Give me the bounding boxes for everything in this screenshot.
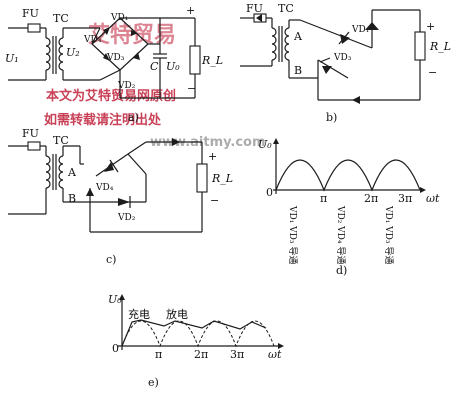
caption-b: b)	[326, 111, 337, 124]
axis-label-wt-e: ωt	[268, 348, 282, 361]
watermark: 艾特贸易 本文为艾特贸易网原创 如需转载请注明出处 www.aitmy.com	[44, 22, 266, 150]
label-tc-c: TC	[53, 134, 69, 147]
graph-e-filtered-output: U₀ 0 充电 放电 π 2π 3π ωt e)	[108, 293, 284, 389]
diode-vd3-a	[103, 53, 110, 61]
arrow-b-2	[365, 22, 379, 30]
label-vd3-a: VD₃	[106, 53, 125, 63]
load-resistor-a	[189, 45, 201, 75]
graph-d-rectified-output: U₀ 0 π 2π 3π ωt VD₁ VD₃ 导通 VD₂ VD₄ 导通 VD…	[258, 138, 440, 277]
origin-d: 0	[266, 186, 273, 199]
fuse-a	[27, 23, 41, 33]
tick-2pi-e: 2π	[194, 348, 208, 361]
conduction-2: VD₂ VD₄ 导通	[335, 205, 346, 264]
watermark-url: www.aitmy.com	[150, 135, 266, 150]
label-vd3-b: VD₃	[333, 53, 352, 63]
arrow-b-3	[352, 96, 360, 104]
origin-e: 0	[112, 342, 119, 355]
caption-c: c)	[106, 253, 116, 266]
load-resistor-b	[414, 31, 426, 61]
label-rl-a: R_L	[201, 54, 223, 67]
waveform-d	[275, 159, 421, 192]
label-b-c: B	[68, 192, 76, 205]
conduction-1: VD₁ VD₃ 导通	[287, 205, 298, 264]
caption-a: a)	[128, 111, 139, 124]
label-a-c: A	[67, 166, 77, 179]
axis-label-wt-d: ωt	[426, 192, 440, 205]
label-fu-a: FU	[22, 7, 39, 20]
caption-d: d)	[336, 264, 347, 277]
label-minus-b: −	[428, 66, 437, 79]
label-vd4-a: VD₄	[83, 35, 102, 45]
tick-3pi-d: 3π	[398, 192, 412, 205]
label-plus-c: +	[208, 150, 217, 163]
label-charge: 充电	[128, 307, 150, 321]
label-fu-c: FU	[22, 127, 39, 140]
label-rl-c: R_L	[211, 172, 233, 185]
label-u2: U₂	[66, 46, 80, 59]
tick-pi-e: π	[155, 348, 162, 361]
diode-vd2-c	[118, 198, 130, 206]
diode-vd1-b	[340, 34, 350, 44]
label-c-a: C	[150, 60, 159, 73]
diode-vd3-b	[322, 66, 332, 74]
arrow-b-1	[256, 14, 262, 22]
label-vd1-a: VD₁	[110, 13, 128, 23]
label-minus-c: −	[210, 194, 219, 207]
label-tc-a: TC	[53, 12, 69, 25]
label-vd2-a: VD₂	[117, 81, 136, 91]
label-vd2-c: VD₂	[117, 213, 136, 223]
tick-3pi-e: 3π	[230, 348, 244, 361]
label-discharge: 放电	[166, 307, 188, 321]
label-b-b: B	[294, 64, 302, 77]
label-rl-b: R_L	[429, 40, 451, 53]
conduction-3: VD₁ VD₃ 导通	[383, 205, 394, 264]
axis-label-uo-d: U₀	[258, 138, 272, 151]
label-tc-b: TC	[278, 2, 294, 15]
waveform-e-filtered	[121, 319, 267, 347]
arrow-c-2	[86, 188, 94, 196]
tick-pi-d: π	[320, 192, 327, 205]
caption-e: e)	[148, 376, 159, 389]
fuse-c	[27, 141, 41, 151]
label-a-b: A	[293, 30, 303, 43]
diagram-a-bridge-circuit: FU TC U₁ U₂ VD₁ VD₄ VD₃ VD₂ C U₀ R_L + −…	[5, 4, 223, 124]
diode-vd1-a	[131, 30, 138, 36]
label-uo-a: U₀	[166, 60, 180, 73]
diagram-c-vd2-vd4-path: FU TC A B VD₄ VD₂ R_L + − c)	[8, 127, 233, 266]
diode-vd4-a	[103, 27, 110, 35]
label-plus-a: +	[186, 4, 195, 17]
watermark-line1: 本文为艾特贸易网原创	[46, 88, 176, 104]
diode-vd4-c	[104, 162, 114, 172]
label-u1: U₁	[5, 52, 19, 65]
arrow-c-1	[172, 138, 180, 146]
label-fu-b: FU	[246, 2, 263, 15]
diagram-b-vd1-vd3-path: FU TC A B VD₁ VD₃ R_L + − b)	[240, 2, 451, 124]
label-plus-b: +	[426, 20, 435, 33]
waveform-e-dashed	[121, 320, 275, 348]
load-resistor-c	[196, 163, 208, 193]
diode-vd2-a	[133, 52, 140, 60]
label-minus-a: −	[187, 82, 196, 95]
tick-2pi-d: 2π	[364, 192, 378, 205]
label-vd1-b: VD₁	[351, 25, 369, 35]
watermark-line2: 如需转载请注明出处	[44, 112, 162, 128]
axis-label-uo-e: U₀	[108, 293, 122, 306]
label-vd4-c: VD₄	[95, 183, 114, 193]
